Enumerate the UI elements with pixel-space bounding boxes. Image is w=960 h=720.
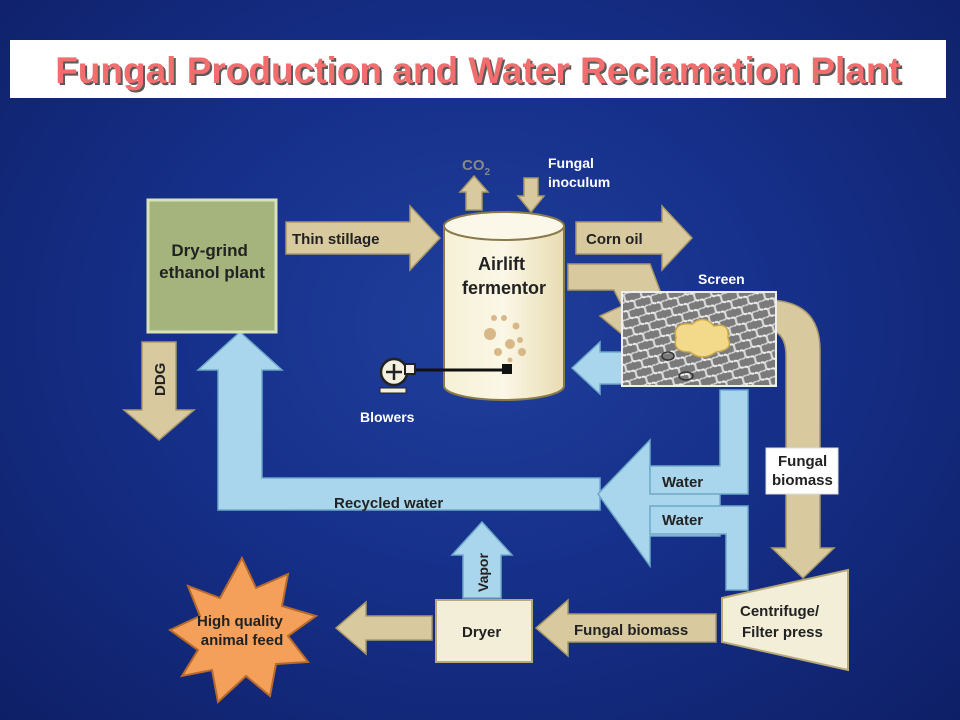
fungal-biomass-down-label: Fungal biomass: [772, 453, 833, 489]
corn-oil-label: Corn oil: [586, 231, 643, 248]
page-title: Fungal Production and Water Reclamation …: [55, 50, 901, 91]
blower-icon: [379, 357, 512, 394]
feed-line-2: animal feed: [201, 632, 284, 649]
feed-line-1: High quality: [197, 613, 283, 630]
fermentor-line-1: Airlift: [478, 254, 525, 274]
fungal-biomass-down-line-1: Fungal: [778, 453, 827, 470]
co2-main: CO: [462, 157, 485, 174]
fermentor-line-2: fermentor: [462, 278, 546, 298]
co2-label: CO2: [462, 157, 491, 178]
screen-mesh: [621, 291, 777, 387]
ethanol-plant-box: [146, 198, 278, 334]
dryer-to-feed-arrow: [334, 600, 433, 656]
centrifuge-line-1: Centrifuge/: [740, 603, 820, 620]
corn-oil-arrow: [575, 204, 694, 272]
fermentor-vessel: [443, 211, 565, 401]
centrifuge-line-2: Filter press: [742, 624, 823, 641]
inoculum-line-1: Fungal: [548, 155, 594, 171]
fermentor-bubble: [505, 339, 515, 349]
title-bar: Fungal Production and Water Reclamation …: [10, 40, 946, 98]
fermentor-bubble: [507, 357, 513, 363]
ethanol-plant-line-2: ethanol plant: [159, 263, 265, 282]
water-label-2: Water: [662, 512, 703, 529]
feed-label: High quality animal feed: [197, 613, 287, 649]
fungal-biomass-left-label: Fungal biomass: [574, 622, 688, 639]
inoculum-line-2: inoculum: [548, 174, 610, 190]
fermentor-bubble: [494, 348, 502, 356]
ethanol-plant-label: Dry-grind ethanol plant: [159, 241, 265, 282]
fermentor-label: Airlift fermentor: [462, 254, 546, 298]
co2-arrow: [458, 174, 490, 211]
ddg-label: DDG: [152, 363, 169, 396]
fungal-inoculum-label: Fungal inoculum: [548, 155, 610, 190]
water-arrow-2: [649, 505, 749, 591]
fermentor-bubble: [491, 315, 497, 321]
dryer-box: [435, 599, 533, 663]
centrifuge-label: Centrifuge/ Filter press: [740, 603, 823, 641]
fungal-biomass-left-arrow: [534, 598, 717, 658]
fermentor-bubble: [484, 328, 496, 340]
feed-burst: [168, 555, 319, 704]
fungal-biomass-down-arrow: [765, 299, 836, 580]
fermentor-bubble: [512, 322, 520, 330]
vapor-label: Vapor: [475, 553, 491, 592]
ethanol-plant-line-1: Dry-grind: [171, 241, 248, 260]
inoculum-arrow: [516, 177, 546, 214]
recycle-to-fermentor-arrow: [570, 340, 623, 396]
fermentor-bubble: [517, 337, 523, 343]
recycled-water-label: Recycled water: [334, 495, 443, 512]
vapor-arrow: [450, 520, 514, 599]
fungal-biomass-down-line-2: biomass: [772, 472, 833, 489]
water-arrow-1: [649, 389, 749, 495]
screen-label: Screen: [698, 271, 745, 287]
thin-stillage-arrow: [285, 204, 442, 272]
co2-subscript: 2: [485, 167, 491, 178]
dryer-label: Dryer: [462, 624, 501, 641]
water-label-1: Water: [662, 474, 703, 491]
thin-stillage-label: Thin stillage: [292, 231, 380, 248]
fermentor-bubble: [501, 315, 507, 321]
ddg-arrow: [121, 341, 197, 441]
blowers-label: Blowers: [360, 409, 415, 425]
centrifuge-box: [721, 568, 849, 672]
fermentor-bubble: [518, 348, 526, 356]
fungal-biomass-label-box: [765, 447, 839, 495]
